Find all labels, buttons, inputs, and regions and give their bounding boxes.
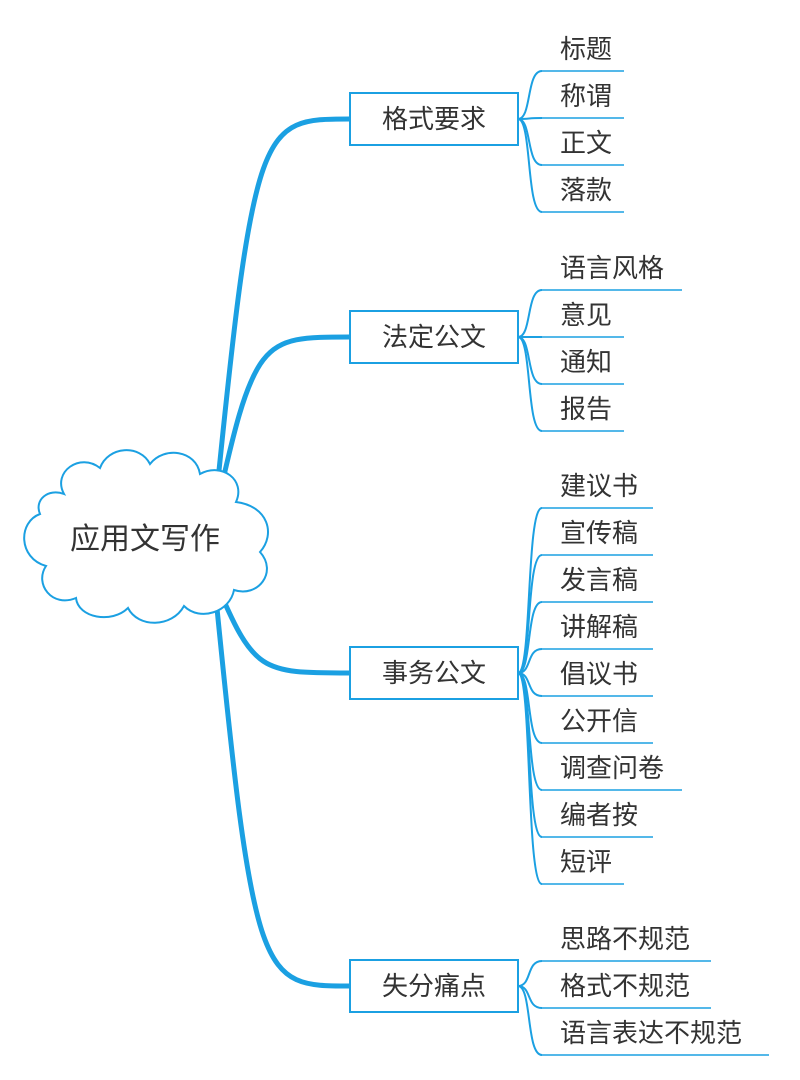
leaf-item[interactable]: 标题 bbox=[560, 35, 612, 65]
branch-node-4[interactable]: 失分痛点 bbox=[349, 959, 519, 1013]
leaf-item[interactable]: 意见 bbox=[560, 301, 612, 331]
leaf-item[interactable]: 短评 bbox=[560, 848, 612, 878]
root-connector-edge bbox=[213, 577, 351, 987]
leaf-connector bbox=[517, 985, 543, 1056]
leaf-connector bbox=[517, 289, 543, 338]
connector-layer bbox=[211, 70, 769, 1056]
leaf-connector bbox=[517, 601, 543, 674]
leaf-item[interactable]: 编者按 bbox=[560, 801, 638, 831]
leaf-connector bbox=[517, 117, 543, 120]
leaf-connector bbox=[517, 960, 543, 987]
root-connector-edge bbox=[213, 118, 351, 521]
branch-node-2[interactable]: 法定公文 bbox=[349, 310, 519, 364]
leaf-item[interactable]: 称谓 bbox=[560, 82, 612, 112]
leaf-item[interactable]: 公开信 bbox=[560, 707, 638, 737]
leaf-item[interactable]: 落款 bbox=[560, 176, 612, 206]
branch-node-3[interactable]: 事务公文 bbox=[349, 646, 519, 700]
leaf-item[interactable]: 倡议书 bbox=[560, 660, 638, 690]
branch-box-frame bbox=[349, 92, 519, 146]
root-node[interactable]: 应用文写作 bbox=[23, 449, 269, 624]
leaf-item[interactable]: 思路不规范 bbox=[560, 925, 690, 955]
branch-label: 事务公文 bbox=[382, 659, 486, 689]
branch-label: 法定公文 bbox=[382, 323, 486, 353]
leaf-item[interactable]: 讲解稿 bbox=[560, 613, 638, 643]
root-connector bbox=[211, 575, 353, 989]
leaf-item[interactable]: 宣传稿 bbox=[560, 519, 638, 549]
root-connector bbox=[211, 116, 353, 523]
branch-node-1[interactable]: 格式要求 bbox=[349, 92, 519, 146]
leaf-connector bbox=[517, 70, 543, 120]
leaf-connector bbox=[517, 336, 543, 432]
leaf-item[interactable]: 语言风格 bbox=[560, 254, 664, 284]
leaf-connector bbox=[517, 118, 543, 166]
branch-label: 失分痛点 bbox=[382, 972, 486, 1002]
leaf-item[interactable]: 建议书 bbox=[560, 472, 638, 502]
branch-box-frame bbox=[349, 646, 519, 700]
branch-label: 格式要求 bbox=[382, 105, 486, 135]
branch-box-frame bbox=[349, 310, 519, 364]
leaf-connector bbox=[517, 648, 543, 674]
leaf-item[interactable]: 通知 bbox=[560, 348, 612, 378]
leaf-connector bbox=[517, 118, 543, 213]
root-cloud-shape bbox=[23, 449, 269, 624]
leaf-item[interactable]: 格式不规范 bbox=[560, 972, 690, 1002]
leaf-connector bbox=[517, 336, 543, 385]
root-connector-edge bbox=[213, 336, 351, 521]
leaf-item[interactable]: 正文 bbox=[560, 129, 612, 159]
branch-box-frame bbox=[349, 959, 519, 1013]
leaf-connector bbox=[517, 507, 543, 674]
root-connector-edge bbox=[213, 577, 351, 674]
leaf-item[interactable]: 发言稿 bbox=[560, 566, 638, 596]
leaf-item[interactable]: 报告 bbox=[560, 395, 612, 425]
root-label: 应用文写作 bbox=[70, 522, 220, 557]
leaf-connector bbox=[517, 554, 543, 674]
leaf-item[interactable]: 语言表达不规范 bbox=[560, 1019, 742, 1049]
leaf-connector bbox=[517, 672, 543, 885]
leaf-item[interactable]: 调查问卷 bbox=[560, 754, 664, 784]
